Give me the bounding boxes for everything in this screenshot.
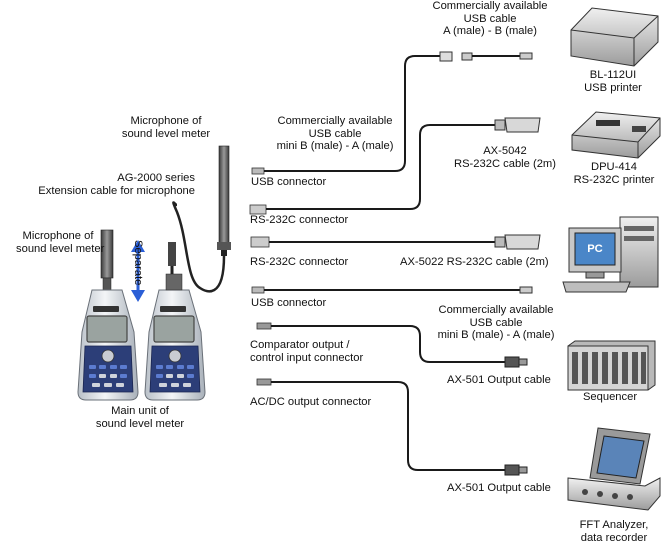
rs232c-connector-label-1: RS-232C connector — [250, 214, 349, 226]
bl112-label: BL-112UI USB printer — [575, 69, 651, 94]
usb-mini-cable-line1: Commercially available — [277, 115, 393, 127]
separate-label: Separate — [132, 240, 144, 286]
usb-mini-cable-label: Commercially available USB cable mini B … — [264, 115, 406, 153]
mic-left-label: Microphone of sound level meter — [16, 230, 105, 255]
usb-mini2-line3: mini B (male) - A (male) — [437, 329, 555, 341]
fft-line1: FFT Analyzer, — [579, 519, 649, 531]
mic-left-label-line2: sound level meter — [16, 242, 105, 255]
rs232c-connector-label-2: RS-232C connector — [250, 256, 349, 268]
comparator-label-line1: Comparator output / — [250, 339, 350, 351]
ax5042-line2: RS-232C cable (2m) — [454, 157, 556, 170]
usb-connector-label-1: USB connector — [251, 176, 327, 188]
usb-connector-label-2: USB connector — [251, 297, 327, 309]
usb-mini-cable-label-2: Commercially available USB cable mini B … — [426, 304, 566, 342]
separate-arrow-icon — [131, 240, 145, 302]
fft-label: FFT Analyzer, data recorder — [566, 519, 662, 544]
bl112-line1: BL-112UI — [589, 69, 637, 81]
main-unit-label: Main unit of sound level meter — [78, 405, 202, 430]
acdc-connector-label: AC/DC output connector — [250, 396, 372, 408]
cables — [264, 55, 520, 471]
mic-top-label-line1: Microphone of — [130, 115, 202, 127]
ax5022-cable-label: AX-5022 RS-232C cable (2m) — [400, 256, 549, 268]
fft-line2: data recorder — [580, 531, 648, 544]
usb-ab-cable-line2: USB cable — [463, 12, 517, 25]
cable-connectors — [439, 51, 541, 476]
extension-cable-label-line2: Extension cable for microphone — [38, 184, 195, 197]
fft-analyzer-icon — [567, 427, 661, 511]
meter-right — [144, 273, 206, 401]
rs232c-printer-icon — [571, 111, 661, 159]
usb-ab-cable-line1: Commercially available — [432, 0, 548, 12]
main-unit-label-line2: sound level meter — [95, 417, 185, 430]
usb-mini-cable-line3: mini B (male) - A (male) — [276, 140, 394, 152]
usb-mini2-line2: USB cable — [469, 316, 523, 329]
ax501-cable-label-2: AX-501 Output cable — [447, 482, 551, 494]
pc-icon — [562, 216, 659, 293]
usb-ab-cable-line3: A (male) - B (male) — [443, 25, 537, 37]
sequencer-label: Sequencer — [582, 391, 638, 403]
usb-mini2-line1: Commercially available — [438, 304, 554, 316]
ax501-cable-label-1: AX-501 Output cable — [447, 374, 551, 386]
extension-microphone — [168, 145, 231, 293]
extension-cable-label: AG-2000 series Extension cable for micro… — [10, 172, 195, 197]
comparator-connector-label: Comparator output / control input connec… — [250, 339, 363, 364]
extension-cable-label-line1: AG-2000 series — [117, 172, 195, 184]
microphone-top-icon — [218, 145, 230, 247]
dpu414-line2: RS-232C printer — [573, 173, 655, 186]
sequencer-icon — [567, 340, 656, 391]
usb-ab-cable-label: Commercially available USB cable A (male… — [420, 0, 560, 38]
dpu414-line1: DPU-414 — [590, 161, 637, 173]
mic-top-label: Microphone of sound level meter — [106, 115, 226, 140]
ax5042-cable-label: AX-5042 RS-232C cable (2m) — [440, 145, 570, 170]
pc-screen-label: PC — [587, 243, 603, 255]
comparator-label-line2: control input connector — [250, 351, 364, 364]
meter-left — [77, 229, 139, 401]
dpu414-label: DPU-414 RS-232C printer — [566, 161, 662, 186]
usb-printer-icon — [570, 7, 659, 127]
bl112-line2: USB printer — [584, 81, 642, 94]
mic-top-label-line2: sound level meter — [121, 127, 211, 140]
main-unit-label-line1: Main unit of — [111, 405, 169, 417]
mic-left-label-line1: Microphone of — [22, 230, 94, 242]
ax5042-line1: AX-5042 — [483, 145, 527, 157]
meter-display — [86, 315, 128, 343]
usb-mini-cable-line2: USB cable — [308, 127, 362, 140]
